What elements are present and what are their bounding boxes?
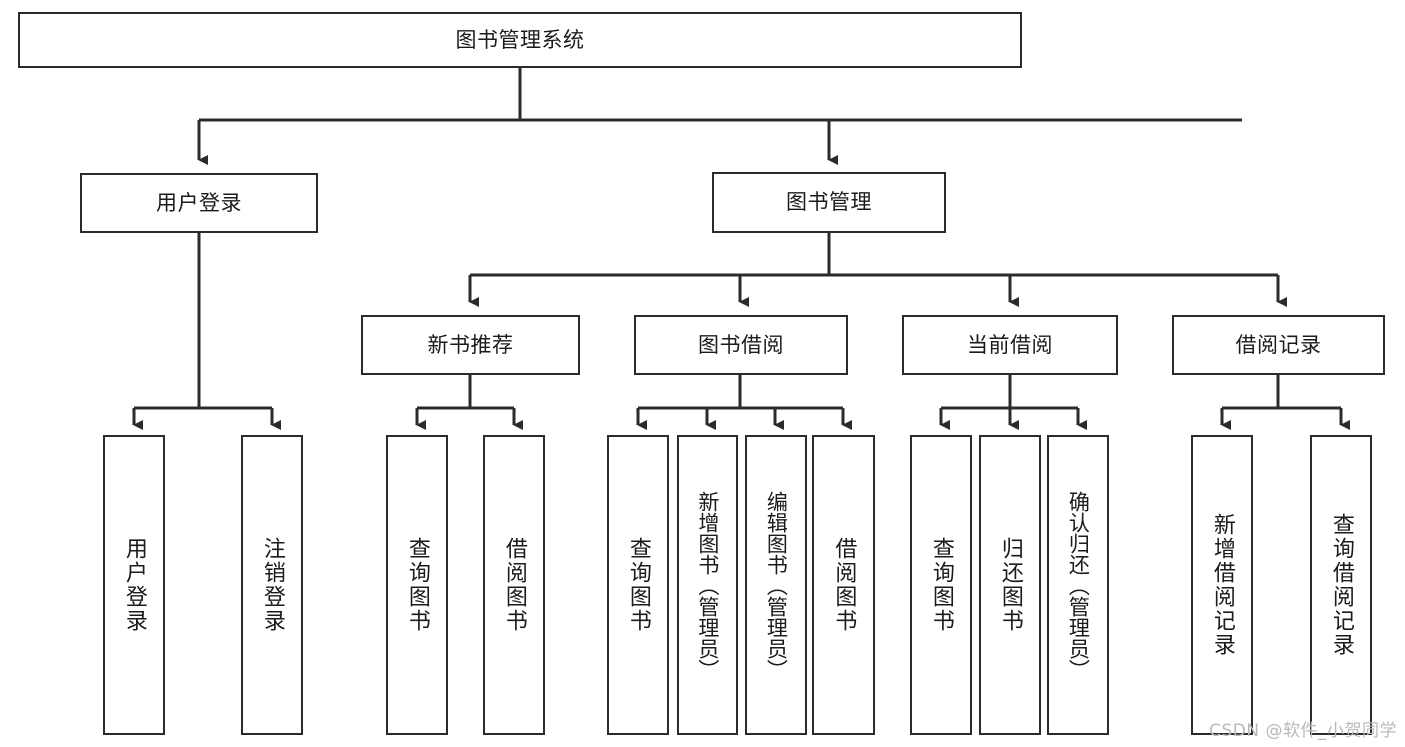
node-label: 用户登录 xyxy=(121,537,147,633)
node-label: 归还图书 xyxy=(997,537,1023,633)
leaf-user-login-logout[interactable]: 注销登录 xyxy=(241,435,303,735)
node-label: 图书管理 xyxy=(786,190,872,215)
leaf-borrow-add-book-admin[interactable]: 新增图书（管理员） xyxy=(677,435,738,735)
leaf-current-query-book[interactable]: 查询图书 xyxy=(910,435,972,735)
node-label: 借阅图书 xyxy=(501,537,527,633)
node-label: 图书借阅 xyxy=(698,332,784,357)
node-label: 当前借阅 xyxy=(967,332,1053,357)
node-book-borrow[interactable]: 图书借阅 xyxy=(634,315,848,375)
node-root-system[interactable]: 图书管理系统 xyxy=(18,12,1022,68)
node-current-borrow[interactable]: 当前借阅 xyxy=(902,315,1118,375)
node-label: 新增图书（管理员） xyxy=(695,490,720,680)
csdn-watermark: CSDN @软件_小贺同学 xyxy=(1209,721,1397,741)
node-label: 查询图书 xyxy=(928,537,954,633)
leaf-recommend-borrow-book[interactable]: 借阅图书 xyxy=(483,435,545,735)
node-label: 借阅记录 xyxy=(1235,332,1322,357)
node-label: 图书管理系统 xyxy=(455,27,585,52)
node-label: 借阅图书 xyxy=(831,537,857,633)
leaf-borrow-borrow-book[interactable]: 借阅图书 xyxy=(812,435,875,735)
leaf-recommend-query-book[interactable]: 查询图书 xyxy=(386,435,448,735)
node-label: 新增借阅记录 xyxy=(1209,513,1235,657)
leaf-current-confirm-return-admin[interactable]: 确认归还（管理员） xyxy=(1047,435,1109,735)
node-label: 确认归还（管理员） xyxy=(1066,490,1091,680)
node-label: 编辑图书（管理员） xyxy=(764,490,789,680)
node-book-management[interactable]: 图书管理 xyxy=(712,172,946,233)
node-label: 查询借阅记录 xyxy=(1328,513,1354,657)
leaf-user-login-login[interactable]: 用户登录 xyxy=(103,435,165,735)
leaf-borrow-query-book[interactable]: 查询图书 xyxy=(607,435,669,735)
node-label: 注销登录 xyxy=(259,537,285,633)
node-user-login[interactable]: 用户登录 xyxy=(80,173,318,233)
leaf-record-query-record[interactable]: 查询借阅记录 xyxy=(1310,435,1372,735)
node-borrow-record[interactable]: 借阅记录 xyxy=(1172,315,1385,375)
leaf-borrow-edit-book-admin[interactable]: 编辑图书（管理员） xyxy=(745,435,807,735)
node-label: 查询图书 xyxy=(404,537,430,633)
node-label: 查询图书 xyxy=(625,537,651,633)
node-label: 用户登录 xyxy=(156,190,242,215)
node-new-book-recommend[interactable]: 新书推荐 xyxy=(361,315,580,375)
node-label: 新书推荐 xyxy=(427,332,514,357)
leaf-record-add-record[interactable]: 新增借阅记录 xyxy=(1191,435,1253,735)
leaf-current-return-book[interactable]: 归还图书 xyxy=(979,435,1041,735)
